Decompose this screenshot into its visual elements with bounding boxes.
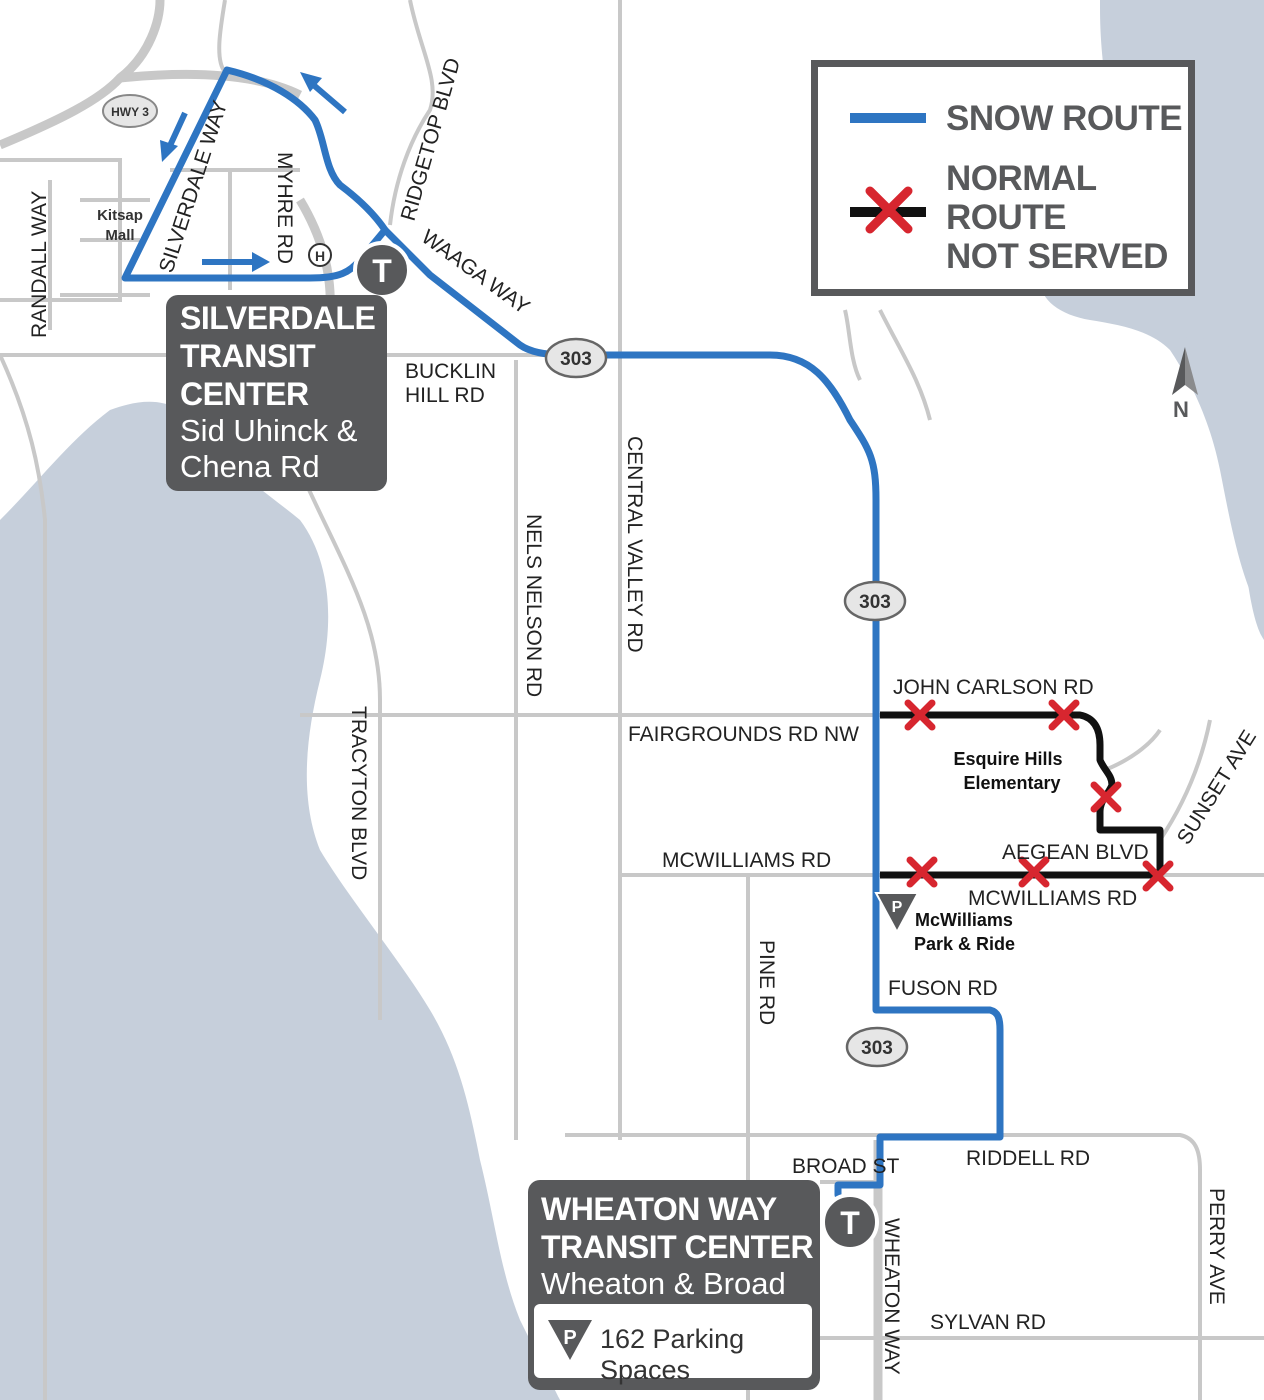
bucklin-label: HILL RD <box>405 384 485 407</box>
aegean-label: AEGEAN BLVD <box>1002 841 1149 864</box>
esquire-label: Elementary <box>963 773 1060 793</box>
svg-text:P: P <box>563 1327 576 1349</box>
silverdale-transit-center-box: SILVERDALE TRANSIT CENTER Sid Uhinck & C… <box>166 295 387 491</box>
nels-nelson-label: NELS NELSON RD <box>522 514 545 697</box>
wheaton-transit-center-box: WHEATON WAY TRANSIT CENTER Wheaton & Bro… <box>528 1180 820 1390</box>
sr303-label: 303 <box>859 592 891 613</box>
hwy3-label: HWY 3 <box>111 105 149 119</box>
mcwilliams-east-label: MCWILLIAMS RD <box>968 887 1137 910</box>
hospital-icon: H <box>308 243 332 267</box>
svg-text:T: T <box>372 253 392 289</box>
hwy3-shield: HWY 3 <box>102 94 158 128</box>
legend-normal-line2: ROUTE <box>946 198 1066 237</box>
svg-text:T: T <box>840 1205 860 1241</box>
bucklin-label: BUCKLIN <box>405 360 496 383</box>
fairgrounds-label: FAIRGROUNDS RD NW <box>628 723 859 746</box>
central-valley-label: CENTRAL VALLEY RD <box>623 436 646 653</box>
x-mark-icon <box>865 186 913 234</box>
pine-label: PINE RD <box>755 940 778 1025</box>
sunset-label: SUNSET AVE <box>1173 726 1261 848</box>
road-randall <box>0 158 122 302</box>
snow-route-swatch <box>850 113 926 123</box>
road-silverdale-sw <box>0 354 47 1400</box>
parking-spaces-label: 162 Parking Spaces <box>600 1324 745 1385</box>
road-north-connector <box>843 309 932 421</box>
silverdale-title: TRANSIT <box>180 338 316 374</box>
mcwilliams-pr-label: McWilliams <box>915 910 1013 930</box>
direction-arrows <box>160 72 347 272</box>
road-riddell <box>565 1133 1202 1400</box>
kitsap-mall-label: Kitsap <box>97 207 143 224</box>
mcwilliams-pr-label: Park & Ride <box>914 934 1015 954</box>
legend-normal-line3: NOT SERVED <box>946 237 1168 276</box>
sylvan-label: SYLVAN RD <box>930 1311 1046 1334</box>
parking-info: P 162 Parking Spaces <box>534 1304 812 1385</box>
park-ride-icon: P <box>874 892 920 935</box>
wheaton-address: Wheaton & Broad <box>541 1266 786 1301</box>
road-esquire <box>1104 719 1212 842</box>
sr303-label: 303 <box>560 349 592 370</box>
transit-icon-wheaton: T <box>821 1193 879 1251</box>
randall-label: RANDALL WAY <box>28 191 51 338</box>
broad-label: BROAD ST <box>792 1155 900 1178</box>
silverdale-title: CENTER <box>180 376 309 412</box>
perry-label: PERRY AVE <box>1205 1188 1228 1305</box>
parking-icon: P <box>548 1320 592 1360</box>
riddell-label: RIDDELL RD <box>966 1147 1090 1170</box>
svg-text:P: P <box>892 899 903 916</box>
normal-route-legend-label: NORMAL ROUTE NOT SERVED <box>946 159 1168 276</box>
road-silverdale-way-n <box>217 0 227 74</box>
arrow-up-left-icon <box>300 72 347 115</box>
road-tracyton <box>298 469 382 1020</box>
legend: SNOW ROUTE NORMAL ROUTE NOT SERVED <box>811 60 1195 296</box>
x-mark-icon <box>906 856 938 888</box>
water-small-cove <box>1175 337 1264 640</box>
esquire-label: Esquire Hills <box>953 749 1062 769</box>
silverdale-address: Sid Uhinck & <box>180 413 358 448</box>
mcwilliams-west-label: MCWILLIAMS RD <box>662 849 831 872</box>
myhre-label: MYHRE RD <box>273 152 296 264</box>
waaga-label: WAAGA WAY <box>417 225 534 319</box>
wheaton-way-label: WHEATON WAY <box>880 1218 903 1375</box>
wheaton-title: WHEATON WAY <box>541 1191 777 1227</box>
road-kitsap-loop <box>48 168 300 330</box>
north-arrow: N <box>1160 345 1210 427</box>
snow-route-silverdale-loop <box>121 66 389 282</box>
arrow-right-icon <box>202 252 270 272</box>
silverdale-title: SILVERDALE <box>180 300 376 336</box>
x-mark-icon <box>904 699 936 731</box>
x-mark-icon <box>1090 781 1122 813</box>
sr303-label: 303 <box>861 1038 893 1059</box>
north-label: N <box>1173 397 1189 422</box>
tracyton-label: TRACYTON BLVD <box>347 706 370 880</box>
water-ne-bay <box>1040 0 1264 620</box>
arrow-down-left-icon <box>160 111 188 162</box>
legend-normal-line1: NORMAL <box>946 159 1097 198</box>
sr303-shield-3: 303 <box>845 1026 909 1068</box>
road-ridgetop <box>388 0 435 226</box>
wheaton-title: TRANSIT CENTER <box>541 1229 814 1265</box>
water-dyes-inlet <box>0 401 560 1400</box>
x-mark-icon <box>1142 860 1174 892</box>
north-arrow-icon <box>1172 347 1198 395</box>
sr303-shield-2: 303 <box>843 580 907 622</box>
hwy3-road <box>0 0 303 150</box>
sr303-shield-1: 303 <box>544 337 608 379</box>
silverdale-address: Chena Rd <box>180 449 320 484</box>
john-carlson-label: JOHN CARLSON RD <box>893 676 1094 699</box>
snow-route-legend-label: SNOW ROUTE <box>946 99 1183 138</box>
transit-icon-silverdale: T <box>353 241 411 299</box>
x-mark-icon <box>1048 699 1080 731</box>
kitsap-mall-label: Mall <box>105 227 134 244</box>
x-marks <box>904 699 1174 892</box>
fuson-label: FUSON RD <box>888 977 998 1000</box>
svg-text:H: H <box>315 248 325 264</box>
x-mark-icon <box>1018 856 1050 888</box>
